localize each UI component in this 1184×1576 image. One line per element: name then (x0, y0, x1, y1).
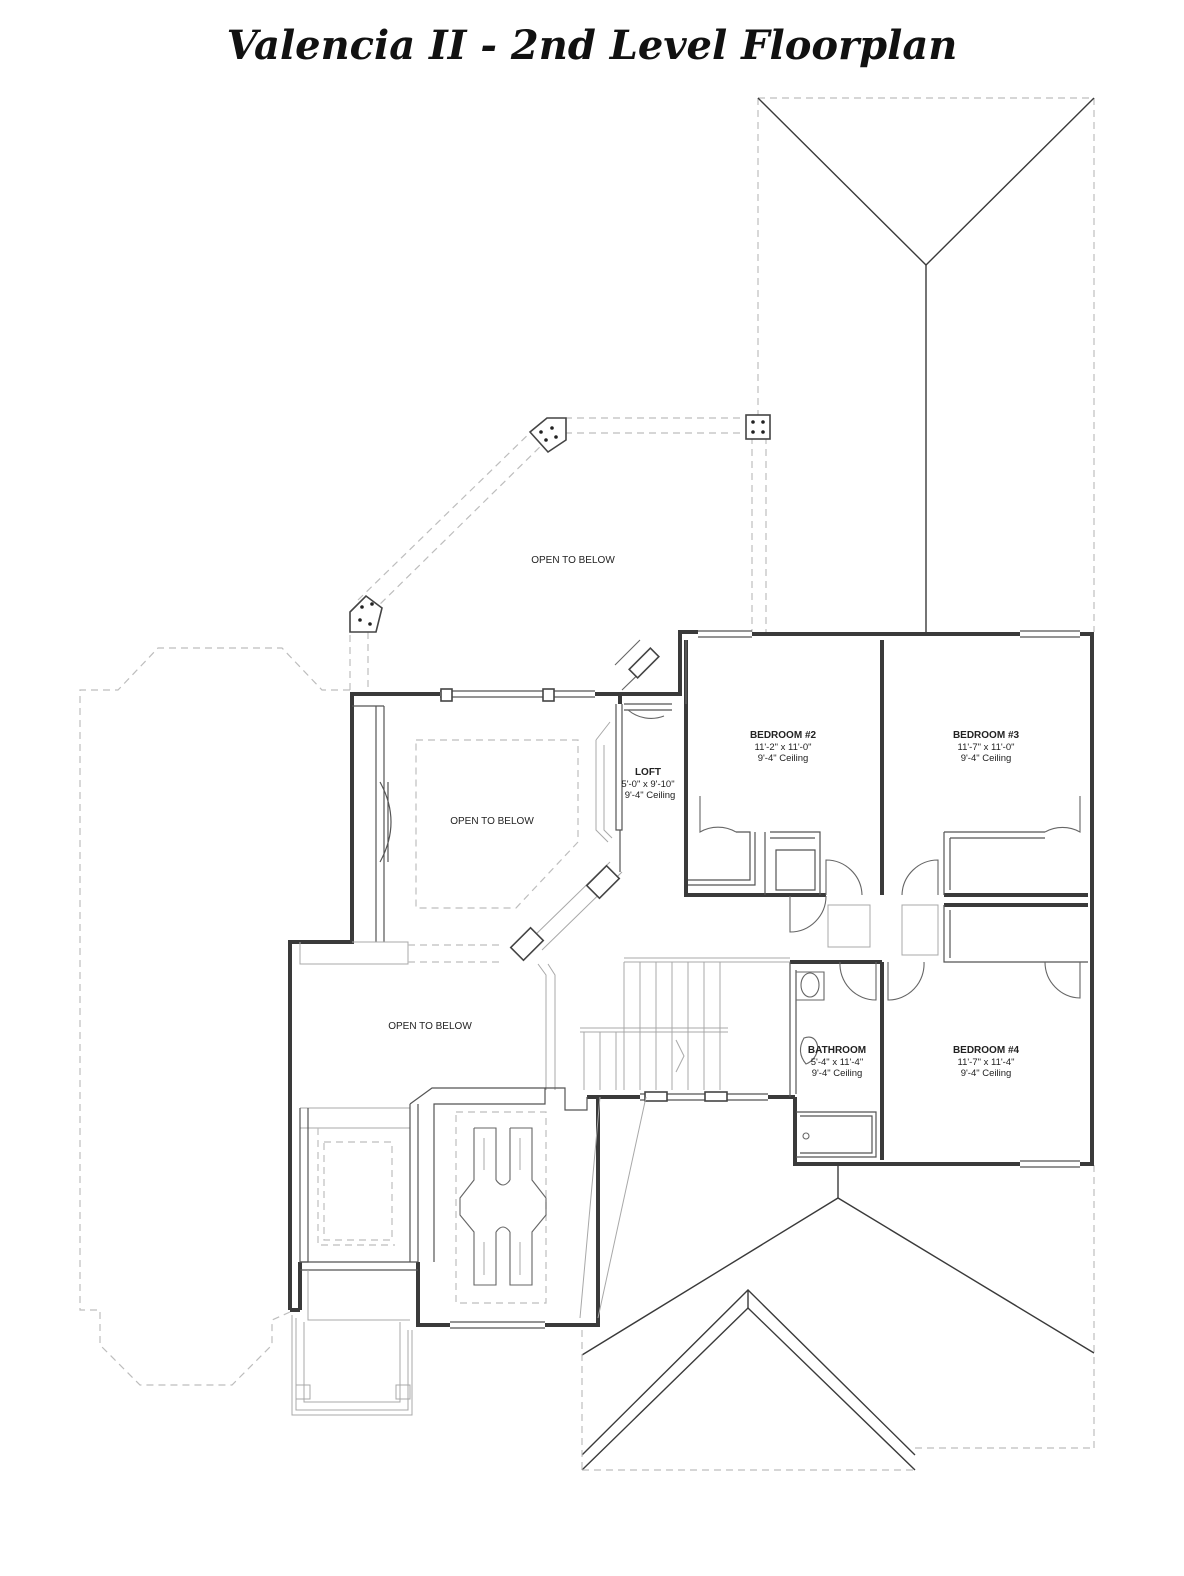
svg-text:9'-4" Ceiling: 9'-4" Ceiling (961, 753, 1012, 764)
svg-text:BATHROOM: BATHROOM (808, 1045, 866, 1056)
column-post-left (349, 594, 383, 633)
room-label-bedroom-4: BEDROOM #4 11'-7" x 11'-4" 9'-4" Ceiling (953, 1045, 1020, 1079)
svg-text:9'-4" Ceiling: 9'-4" Ceiling (961, 1068, 1012, 1079)
column-post-top-left (528, 417, 567, 454)
svg-text:BEDROOM #2: BEDROOM #2 (750, 730, 817, 741)
svg-text:5'-0" x 9'-10": 5'-0" x 9'-10" (621, 779, 674, 790)
svg-text:9'-4" Ceiling: 9'-4" Ceiling (758, 753, 809, 764)
svg-text:11'-7" x 11'-4": 11'-7" x 11'-4" (957, 1057, 1014, 1068)
staircase (579, 957, 790, 1319)
room-label-bedroom-3: BEDROOM #3 11'-7" x 11'-0" 9'-4" Ceiling (953, 730, 1020, 764)
lower-open-area (291, 1087, 588, 1416)
svg-text:LOFT: LOFT (635, 767, 661, 778)
svg-text:5'-4" x 11'-4": 5'-4" x 11'-4" (811, 1057, 863, 1068)
svg-text:BEDROOM #3: BEDROOM #3 (953, 730, 1020, 741)
plan-labels: OPEN TO BELOW OPEN TO BELOW OPEN TO BELO… (388, 555, 1019, 1079)
windows (352, 630, 1080, 1329)
open-to-below-left: OPEN TO BELOW (388, 1021, 472, 1032)
upper-balcony (349, 414, 771, 690)
interior-walls (614, 639, 1088, 1160)
room-label-bathroom: BATHROOM 5'-4" x 11'-4" 9'-4" Ceiling (808, 1045, 866, 1079)
open-to-below-top: OPEN TO BELOW (531, 555, 615, 566)
open-to-below-outlines (299, 721, 623, 1090)
room-label-loft: LOFT 5'-0" x 9'-10" 9'-4" Ceiling (621, 767, 675, 801)
svg-text:11'-7" x 11'-0": 11'-7" x 11'-0" (957, 742, 1014, 753)
svg-text:BEDROOM #4: BEDROOM #4 (953, 1045, 1020, 1056)
exterior-walls (288, 630, 1094, 1327)
plan-title: Valencia II - 2nd Level Floorplan (226, 22, 958, 69)
open-to-below-middle: OPEN TO BELOW (450, 816, 534, 827)
svg-text:9'-4" Ceiling: 9'-4" Ceiling (625, 790, 676, 801)
svg-text:9'-4" Ceiling: 9'-4" Ceiling (812, 1068, 863, 1079)
room-label-bedroom-2: BEDROOM #2 11'-2" x 11'-0" 9'-4" Ceiling (750, 730, 817, 764)
roof-lines (79, 97, 1095, 1471)
svg-text:11'-2" x 11'-0": 11'-2" x 11'-0" (754, 742, 811, 753)
column-post-top-right (745, 414, 771, 440)
